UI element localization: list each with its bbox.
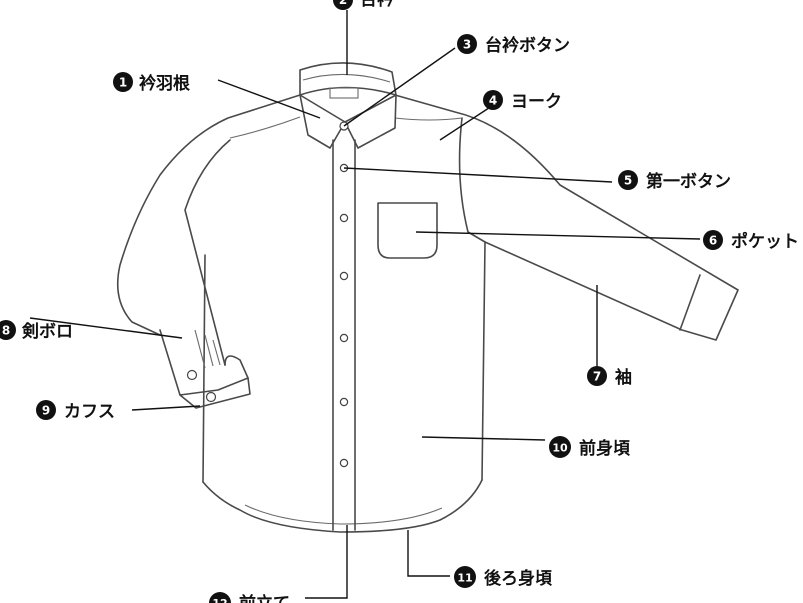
svg-text:ヨーク: ヨーク	[511, 92, 562, 112]
svg-text:6: 6	[709, 234, 717, 248]
svg-text:11: 11	[457, 572, 472, 585]
svg-text:第一ボタン: 第一ボタン	[646, 171, 731, 192]
svg-text:剣ボロ: 剣ボロ	[21, 321, 73, 342]
label-2: 2 台衿	[333, 0, 394, 10]
svg-text:7: 7	[593, 370, 601, 384]
collar-tag	[329, 87, 359, 99]
label-10: 10 前身頃	[549, 436, 631, 459]
label-12: 12 前立て	[209, 592, 290, 603]
button	[339, 271, 349, 281]
label-7: 7 袖	[587, 366, 632, 388]
label-11: 11 後ろ身頃	[454, 566, 553, 589]
svg-text:袖: 袖	[615, 367, 632, 388]
svg-text:9: 9	[42, 404, 50, 418]
collar	[299, 62, 397, 149]
label-1: 1 衿羽根	[113, 72, 190, 94]
button	[339, 397, 349, 407]
label-3: 3 台衿ボタン	[457, 34, 570, 56]
svg-text:1: 1	[119, 76, 127, 90]
svg-text:前立て: 前立て	[239, 593, 290, 603]
front-placket	[332, 121, 356, 531]
svg-text:ポケット: ポケット	[731, 231, 799, 252]
svg-text:12: 12	[212, 597, 227, 603]
svg-text:後ろ身頃: 後ろ身頃	[484, 568, 553, 589]
svg-text:10: 10	[552, 442, 568, 455]
cuff-button	[205, 391, 217, 403]
label-4: 4 ヨーク	[483, 90, 562, 112]
leader-lines	[29, 10, 701, 599]
label-6: 6 ポケット	[703, 230, 799, 252]
shirt-outline	[116, 94, 739, 533]
button	[339, 213, 349, 223]
svg-text:5: 5	[624, 174, 632, 188]
svg-text:8: 8	[2, 324, 10, 338]
button	[339, 458, 349, 468]
svg-text:カフス: カフス	[64, 402, 115, 422]
svg-text:前身頃: 前身頃	[579, 438, 631, 459]
pocket-outline	[377, 202, 438, 259]
svg-text:2: 2	[339, 0, 347, 7]
sleeve-button	[186, 369, 198, 381]
svg-text:4: 4	[489, 94, 497, 108]
svg-text:衿羽根: 衿羽根	[139, 73, 190, 94]
svg-text:台衿: 台衿	[360, 0, 394, 10]
svg-text:台衿ボタン: 台衿ボタン	[485, 35, 570, 56]
svg-text:3: 3	[463, 38, 471, 52]
label-8: 8 剣ボロ	[0, 320, 73, 342]
button	[339, 333, 349, 343]
label-5: 5 第一ボタン	[618, 170, 731, 192]
label-9: 9 カフス	[36, 400, 115, 422]
